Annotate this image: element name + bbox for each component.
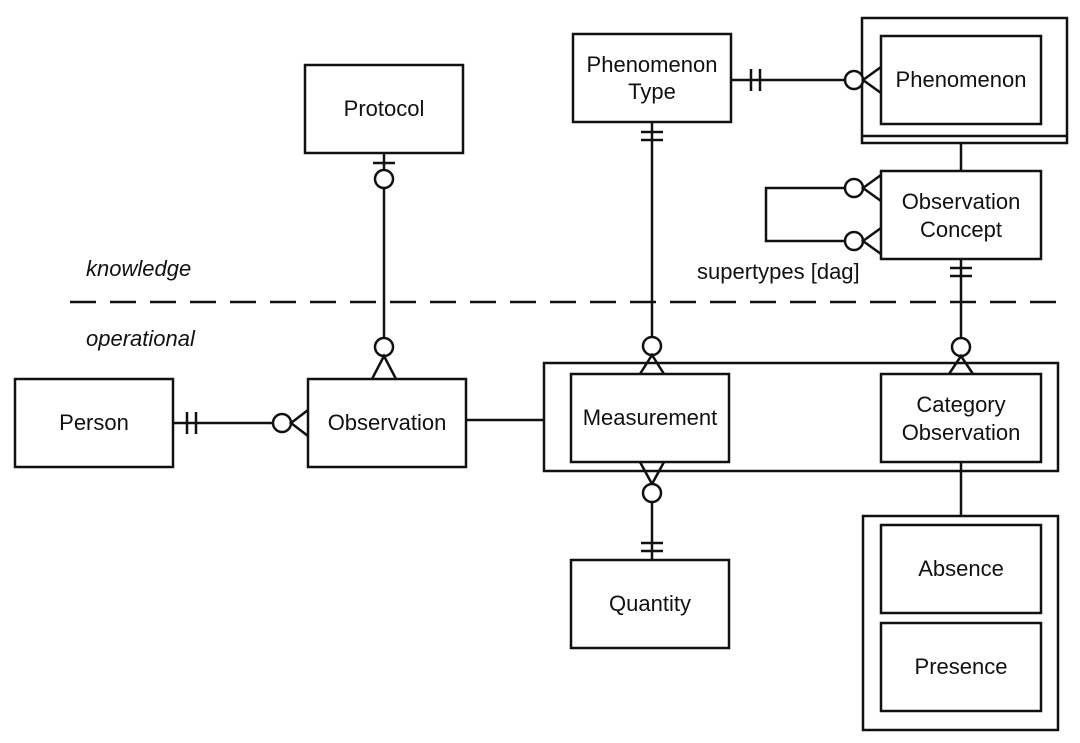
quantity-entity[interactable]: Quantity [569, 558, 731, 650]
relationship-observation-concept-supertypes [764, 173, 882, 256]
presence-entity[interactable]: Presence [879, 621, 1043, 713]
relationship-phenomenon-type-phenomenon [731, 65, 882, 95]
protocol-entity[interactable]: Protocol [303, 63, 465, 155]
observation-concept-entity[interactable]: Observation Concept [879, 169, 1043, 261]
observation-subtype-frame [542, 361, 1060, 473]
phenomenon-entity[interactable]: Phenomenon [879, 34, 1043, 126]
relationship-phenomenon-type-measurement [638, 122, 666, 375]
absence-label: Absence [918, 556, 1004, 581]
presence-label: Presence [915, 654, 1008, 679]
absence-entity[interactable]: Absence [879, 523, 1043, 615]
observation-concept-label-line1: Observation [902, 189, 1021, 214]
quantity-label: Quantity [609, 591, 691, 616]
operational-layer-label: operational [86, 326, 196, 351]
category-observation-label-line2: Observation [902, 420, 1021, 445]
phenomenon-type-entity[interactable]: Phenomenon Type [571, 32, 733, 124]
relationship-measurement-quantity [638, 461, 666, 560]
supertypes-annotation: supertypes [dag] [697, 259, 860, 284]
knowledge-layer-label: knowledge [86, 256, 191, 281]
relationship-person-observation [173, 409, 309, 437]
phenomenon-type-label-line2: Type [628, 79, 676, 104]
observation-label: Observation [328, 410, 447, 435]
category-observation-entity[interactable]: Category Observation [879, 372, 1043, 464]
phenomenon-type-label-line1: Phenomenon [587, 52, 718, 77]
measurement-label: Measurement [583, 405, 718, 430]
protocol-label: Protocol [344, 96, 425, 121]
person-label: Person [59, 410, 129, 435]
person-entity[interactable]: Person [13, 377, 175, 469]
observation-entity[interactable]: Observation [306, 377, 468, 469]
measurement-entity[interactable]: Measurement [569, 372, 731, 464]
phenomenon-label: Phenomenon [896, 67, 1027, 92]
observation-concept-label-line2: Concept [920, 217, 1002, 242]
category-observation-label-line1: Category [916, 392, 1005, 417]
relationship-protocol-observation [370, 153, 398, 380]
relationship-observation-concept-category-observation [947, 259, 975, 375]
